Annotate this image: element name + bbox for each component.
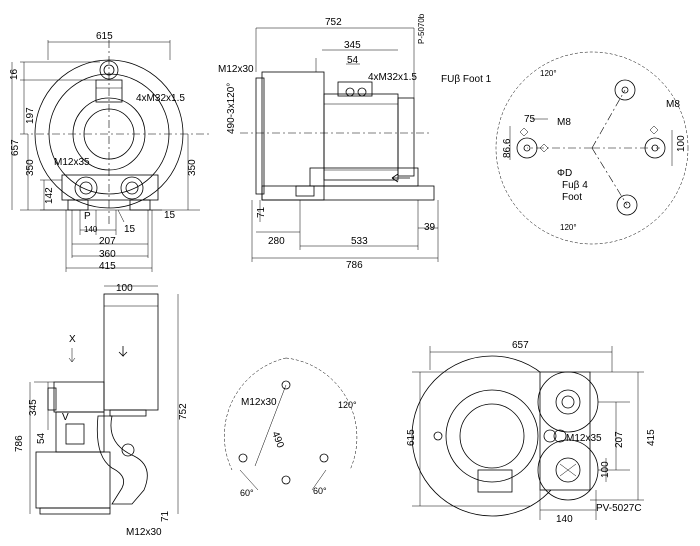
front-p-label: P xyxy=(84,211,91,222)
side-dim-533: 533 xyxy=(351,236,368,247)
foot-phi-d: ΦD xyxy=(557,168,572,179)
foot-deg-120-bottom: 120° xyxy=(560,223,577,232)
vert-dim-71: 71 xyxy=(160,510,171,522)
front-flange-label: 4xM32x1.5 xyxy=(136,93,185,104)
foot-4-label-b: Foot xyxy=(562,192,582,203)
side-dim-71: 71 xyxy=(256,206,267,218)
foot-dim-86-6: 86.6 xyxy=(502,138,513,158)
pcd-dim-490: 490 xyxy=(269,430,286,450)
front-dim-197: 197 xyxy=(25,107,36,124)
pcd-deg-120: 120° xyxy=(338,400,357,410)
front-dim-350-right: 350 xyxy=(187,159,198,176)
front-dim-207: 207 xyxy=(99,236,116,247)
foot-m8-left: M8 xyxy=(557,117,571,128)
foot-deg-120-top: 120° xyxy=(540,69,557,78)
side-view: 752 P-5070b 345 54 4xM32x1.5 M12x30 490-… xyxy=(218,13,439,271)
front-dim-350-left: 350 xyxy=(25,159,36,176)
side-dim-786: 786 xyxy=(346,260,363,271)
front-view: 615 16 197 657 350 350 142 4xM32x1.5 M12… xyxy=(9,31,210,272)
vert-dim-752: 752 xyxy=(178,403,189,420)
pcd-deg-60-b: 60° xyxy=(313,486,327,496)
vertical-view: 100 X V 345 54 786 752 71 M12x30 xyxy=(14,283,189,538)
top-dim-207: 207 xyxy=(614,431,625,448)
vert-dim-54: 54 xyxy=(36,432,47,444)
front-bolt-label: M12x35 xyxy=(54,157,90,168)
front-dim-142: 142 xyxy=(44,187,55,204)
foot-1-label: FUβ Foot 1 xyxy=(441,74,492,85)
top-dim-615: 615 xyxy=(406,429,417,446)
side-dim-752: 752 xyxy=(325,17,342,28)
vert-dim-786: 786 xyxy=(14,435,25,452)
front-dim-15b: 15 xyxy=(164,210,176,221)
top-dim-140: 140 xyxy=(556,514,573,525)
vert-x-label: X xyxy=(69,334,76,345)
side-dim-54: 54 xyxy=(347,55,359,66)
side-bolt-label: M12x30 xyxy=(218,64,254,75)
top-dim-415: 415 xyxy=(646,429,657,446)
front-dim-140: 140 xyxy=(84,225,98,234)
vert-bolt-label: M12x30 xyxy=(126,527,162,538)
drawing-code: P-5070b xyxy=(417,13,426,44)
side-dim-39: 39 xyxy=(424,222,436,233)
vert-dim-100: 100 xyxy=(116,283,133,294)
side-pcd-label: 490-3x120° xyxy=(226,83,237,134)
front-dim-16: 16 xyxy=(9,68,20,80)
foot-layout-view: 120° 120° FUβ Foot 1 75 M8 M8 86.6 100 Φ… xyxy=(441,51,689,245)
foot-dim-75: 75 xyxy=(524,114,536,125)
pcd-deg-60-a: 60° xyxy=(240,488,254,498)
pcd-view: M12x30 490 120° 60° 60° xyxy=(224,357,358,498)
front-dim-657: 657 xyxy=(10,139,21,156)
foot-4-label-a: Fuβ 4 xyxy=(562,180,588,191)
top-bolt-label: M12x35 xyxy=(566,433,602,444)
front-dim-415: 415 xyxy=(99,261,116,272)
top-view: 657 615 M12x35 207 415 100 140 PV-5027C xyxy=(406,340,657,525)
pcd-bolt-label: M12x30 xyxy=(241,397,277,408)
top-dim-100: 100 xyxy=(600,461,611,478)
side-flange-label: 4xM32x1.5 xyxy=(368,72,417,83)
foot-m8-right: M8 xyxy=(666,99,680,110)
side-dim-345: 345 xyxy=(344,40,361,51)
front-width-top: 615 xyxy=(96,31,113,42)
foot-dim-100: 100 xyxy=(676,135,687,152)
front-dim-360: 360 xyxy=(99,249,116,260)
vert-v-label: V xyxy=(62,412,69,423)
vert-dim-345: 345 xyxy=(28,399,39,416)
top-dim-657: 657 xyxy=(512,340,529,351)
front-dim-15a: 15 xyxy=(124,224,136,235)
side-dim-280: 280 xyxy=(268,236,285,247)
model-label: PV-5027C xyxy=(596,503,642,514)
